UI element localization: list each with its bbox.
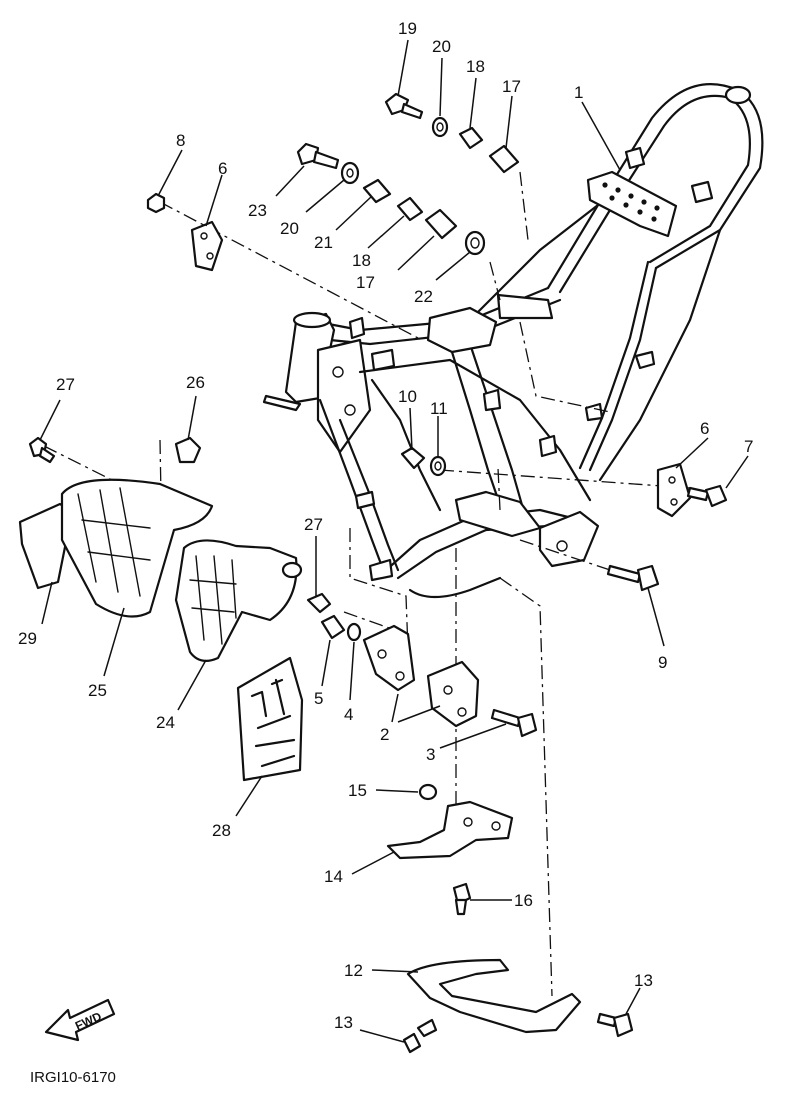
callout-16: 16 — [514, 891, 533, 910]
callout-12: 12 — [344, 961, 363, 980]
callout-11: 11 — [430, 399, 448, 418]
callout-28: 28 — [212, 821, 231, 840]
callout-3: 3 — [426, 745, 435, 764]
callout-20b: 20 — [280, 219, 299, 238]
callout-15: 15 — [348, 781, 367, 800]
callout-2: 2 — [380, 725, 389, 744]
engine-brackets — [362, 624, 538, 738]
callout-8: 8 — [176, 131, 185, 150]
callout-18b: 18 — [352, 251, 371, 270]
callout-4: 4 — [344, 705, 353, 724]
callout-25: 25 — [88, 681, 107, 700]
callout-20a: 20 — [432, 37, 451, 56]
fwd-label: FWD — [73, 1009, 104, 1033]
callout-13a: 13 — [334, 1013, 353, 1032]
callout-9: 9 — [658, 653, 667, 672]
callout-6a: 6 — [218, 159, 227, 178]
callout-26: 26 — [186, 373, 205, 392]
callout-29: 29 — [18, 629, 37, 648]
callout-17a: 17 — [502, 77, 521, 96]
callout-13b: 13 — [634, 971, 653, 990]
callout-27a: 27 — [56, 375, 75, 394]
sidestand-bracket — [386, 783, 514, 916]
callout-27b: 27 — [304, 515, 323, 534]
callout-21: 21 — [314, 233, 333, 252]
callout-17b: 17 — [356, 273, 375, 292]
callout-7: 7 — [744, 437, 753, 456]
callout-1: 1 — [574, 83, 583, 102]
callout-18a: 18 — [466, 57, 485, 76]
callout-23: 23 — [248, 201, 267, 220]
main-frame — [262, 83, 764, 599]
callout-5: 5 — [314, 689, 323, 708]
forward-arrow: FWD — [44, 998, 116, 1042]
callout-10: 10 — [398, 387, 417, 406]
callout-24: 24 — [156, 713, 175, 732]
pivot-hardware-upper — [146, 92, 520, 272]
footrest-bar — [402, 958, 634, 1054]
callout-6b: 6 — [700, 419, 709, 438]
callout-14: 14 — [324, 867, 343, 886]
drawing-code: IRGI10-6170 — [30, 1069, 116, 1086]
side-covers — [18, 436, 362, 663]
callout-22: 22 — [414, 287, 433, 306]
callout-19: 19 — [398, 19, 417, 38]
leader-lines — [39, 39, 749, 1043]
callout-labels: 1 2 3 4 5 6 6 7 8 9 10 11 12 13 13 14 15… — [18, 19, 753, 1032]
tank-emblem — [236, 656, 304, 782]
